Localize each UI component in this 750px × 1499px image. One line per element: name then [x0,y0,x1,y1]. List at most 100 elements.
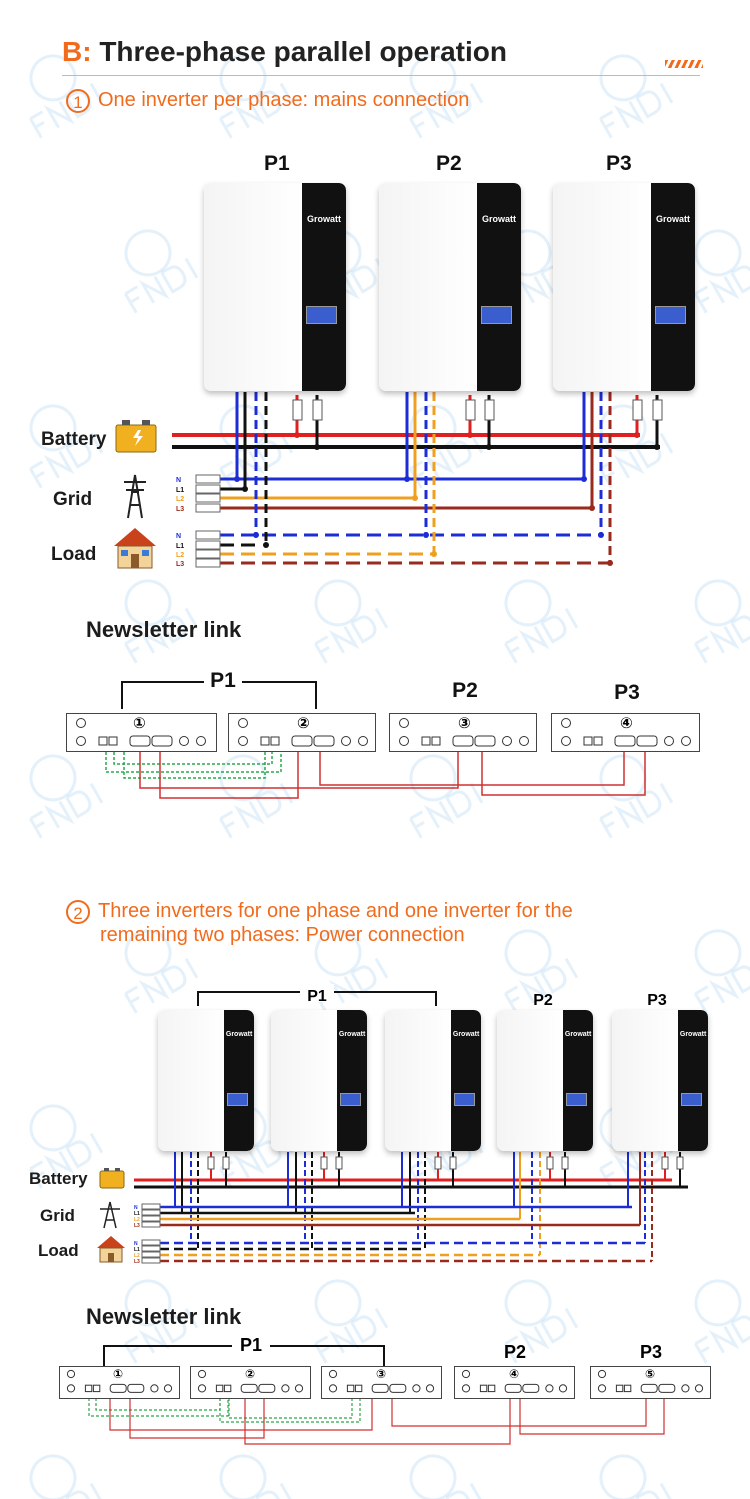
svg-text:L1: L1 [134,1247,140,1253]
load-line-label: L1 [176,543,184,550]
title-text: Three-phase parallel operation [99,36,507,67]
inverter-display [566,1093,588,1107]
comm-panel-2 [190,1366,311,1399]
section1-heading: 1 One inverter per phase: mains connectio… [66,88,469,113]
brand-logo: Growatt [452,1031,480,1039]
inverter-p3-label: P3 [606,152,632,175]
title-prefix: B: [62,36,92,67]
section2-title-line2: remaining two phases: Power connection [100,924,465,946]
section2-heading: 2 Three inverters for one phase and one i… [66,899,573,924]
load-breaker-block [195,530,221,568]
svg-text:N: N [134,1205,138,1211]
grid-tower-icon [100,1201,120,1229]
load-line-label: N [176,533,181,540]
battery-icon [99,1168,125,1189]
load-label: Load [38,1241,79,1260]
watermark-mark [409,1454,484,1499]
link-p2-label: P2 [504,1342,526,1362]
house-icon [114,528,156,569]
battery-label: Battery [29,1169,88,1188]
grid-label: Grid [40,1206,75,1225]
watermark-mark [599,1454,674,1499]
house-icon [97,1236,125,1263]
section2-link-title: Newsletter link [86,1304,242,1329]
link-p3-label: P3 [614,681,640,704]
battery-label: Battery [41,429,107,450]
section2-link-diagram: P1 P2 P3 [88,1334,665,1445]
group-p3-label: P3 [647,992,667,1009]
grid-breaker-block [195,474,221,513]
inverter-p1-label: P1 [264,152,290,175]
link-p1-label: P1 [240,1335,262,1355]
title-divider [62,75,700,76]
decor-stripes [665,60,703,68]
inverter-p1-c: Growatt [385,1010,481,1151]
section1-number: 1 [66,89,90,113]
comm-panel-4 [454,1366,575,1399]
grid-line-label: L3 [176,506,184,513]
grid-line-label: L1 [176,487,184,494]
section1-link-diagram: P1 P2 P3 [105,669,646,799]
inverter-display [227,1093,249,1107]
inverter-p3: Growatt [612,1010,708,1151]
load-line-label: L3 [176,561,184,568]
section2-panel-details [66,1369,704,1393]
inverter-p2: Growatt [497,1010,593,1151]
port-number-3: ③ [458,715,471,732]
inverter-display [681,1093,703,1107]
section1-wiring: N L1 L2 L3 N L1 L2 L3 [114,392,663,569]
brand-logo: Growatt [481,214,516,225]
brand-logo: Growatt [655,214,690,225]
inverter-p1-b: Growatt [271,1010,367,1151]
brand-logo: Growatt [306,214,341,225]
section1-title: One inverter per phase: mains connection [98,89,470,111]
svg-text:L2: L2 [134,1253,140,1259]
group-p2-label: P2 [533,992,553,1009]
inverter-p3: Growatt [553,183,695,391]
inverter-p2-label: P2 [436,152,462,175]
port-number-2: ② [297,715,310,732]
brand-logo: Growatt [564,1031,592,1039]
port-number-1: ① [133,715,146,732]
link-p1-label: P1 [210,669,236,692]
svg-text:L1: L1 [134,1211,140,1217]
inverter-p1-a: Growatt [158,1010,254,1151]
inverter-display [655,305,687,325]
grid-label: Grid [53,489,93,510]
comm-panel-5 [590,1366,711,1399]
comm-panel-1 [59,1366,180,1399]
port-number-2: ② [245,1367,256,1381]
inverter-display [340,1093,362,1107]
svg-text:L3: L3 [134,1223,140,1229]
svg-text:L3: L3 [134,1259,140,1265]
battery-icon [115,420,157,453]
grid-line-label: N [176,477,181,484]
inverter-display [454,1093,476,1107]
section2-title-line1: Three inverters for one phase and one in… [98,900,573,922]
port-number-4: ④ [509,1367,520,1381]
brand-logo: Growatt [225,1031,253,1039]
section2-number: 2 [66,900,90,924]
brand-logo: Growatt [679,1031,707,1039]
link-p3-label: P3 [640,1342,662,1362]
port-number-3: ③ [376,1367,387,1381]
section1-panel-details [76,718,691,747]
comm-panel-3 [321,1366,442,1399]
section1-link-title: Newsletter link [86,617,242,642]
inverter-display [306,305,338,325]
port-number-4: ④ [620,715,633,732]
page-title: B: Three-phase parallel operation [62,36,507,68]
group-p1-label: P1 [307,988,327,1005]
brand-logo: Growatt [338,1031,366,1039]
svg-text:L2: L2 [134,1217,140,1223]
grid-tower-icon [124,474,146,519]
port-number-5: ⑤ [645,1367,656,1381]
link-p2-label: P2 [452,679,478,702]
inverter-p1: Growatt [204,183,346,391]
inverter-display [481,305,513,325]
load-line-label: L2 [176,552,184,559]
port-number-1: ① [113,1367,124,1381]
svg-text:N: N [134,1241,138,1247]
watermark-mark [29,1454,104,1499]
